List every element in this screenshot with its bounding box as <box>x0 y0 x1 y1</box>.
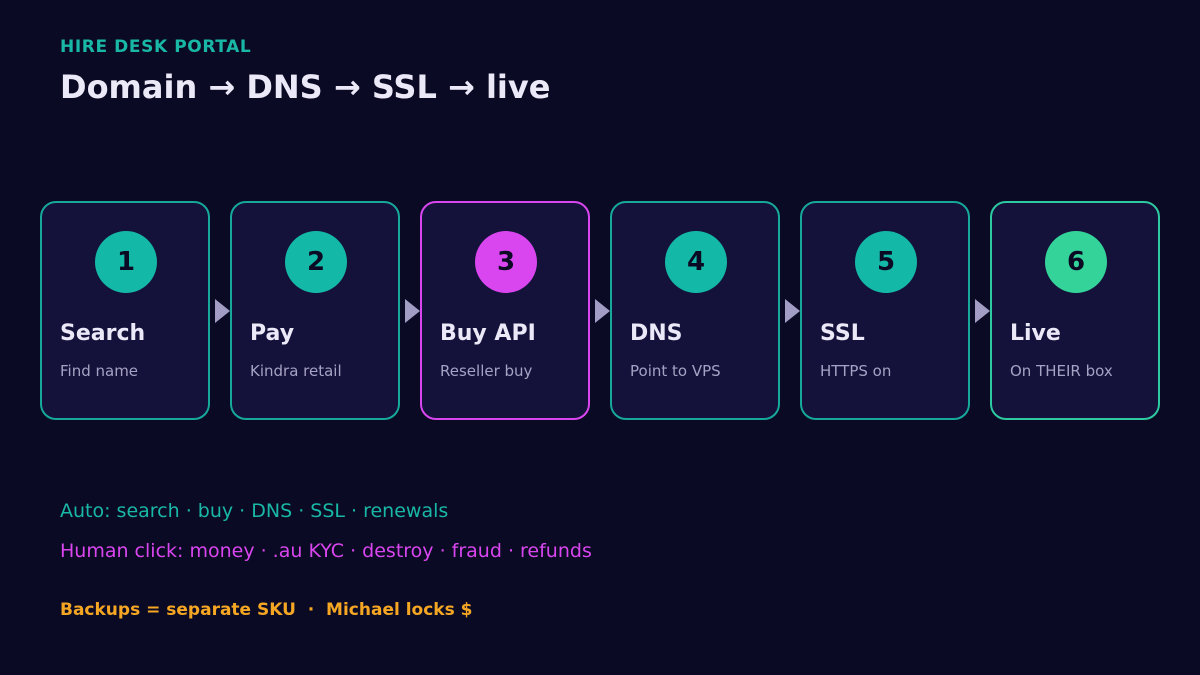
step-title: Search <box>60 321 146 346</box>
step-number-badge: 5 <box>855 231 917 293</box>
step-subtitle: On THEIR box <box>1010 362 1113 380</box>
step-title: DNS <box>630 321 683 346</box>
arrow-right-icon <box>975 299 990 323</box>
step-title: SSL <box>820 321 865 346</box>
page-title: Domain → DNS → SSL → live <box>60 68 551 106</box>
step-title: Buy API <box>440 321 536 346</box>
step-subtitle: HTTPS on <box>820 362 892 380</box>
step-subtitle: Reseller buy <box>440 362 533 380</box>
step-number-badge: 2 <box>285 231 347 293</box>
step-card-6: 6 Live On THEIR box <box>990 201 1160 420</box>
human-approval-note: Human click: money · .au KYC · destroy ·… <box>60 540 592 562</box>
step-card-3: 3 Buy API Reseller buy <box>420 201 590 420</box>
step-title: Live <box>1010 321 1061 346</box>
step-subtitle: Point to VPS <box>630 362 721 380</box>
step-card-2: 2 Pay Kindra retail <box>230 201 400 420</box>
step-card-1: 1 Search Find name <box>40 201 210 420</box>
automated-steps-note: Auto: search · buy · DNS · SSL · renewal… <box>60 500 449 522</box>
arrow-right-icon <box>215 299 230 323</box>
step-number-badge: 3 <box>475 231 537 293</box>
step-card-5: 5 SSL HTTPS on <box>800 201 970 420</box>
arrow-right-icon <box>785 299 800 323</box>
portal-eyebrow: HIRE DESK PORTAL <box>60 37 252 57</box>
step-card-4: 4 DNS Point to VPS <box>610 201 780 420</box>
arrow-right-icon <box>405 299 420 323</box>
step-subtitle: Kindra retail <box>250 362 342 380</box>
step-title: Pay <box>250 321 295 346</box>
footer-note: Backups = separate SKU · Michael locks $ <box>60 600 473 620</box>
arrow-right-icon <box>595 299 610 323</box>
step-number-badge: 1 <box>95 231 157 293</box>
step-subtitle: Find name <box>60 362 139 380</box>
step-number-badge: 6 <box>1045 231 1107 293</box>
step-number-badge: 4 <box>665 231 727 293</box>
